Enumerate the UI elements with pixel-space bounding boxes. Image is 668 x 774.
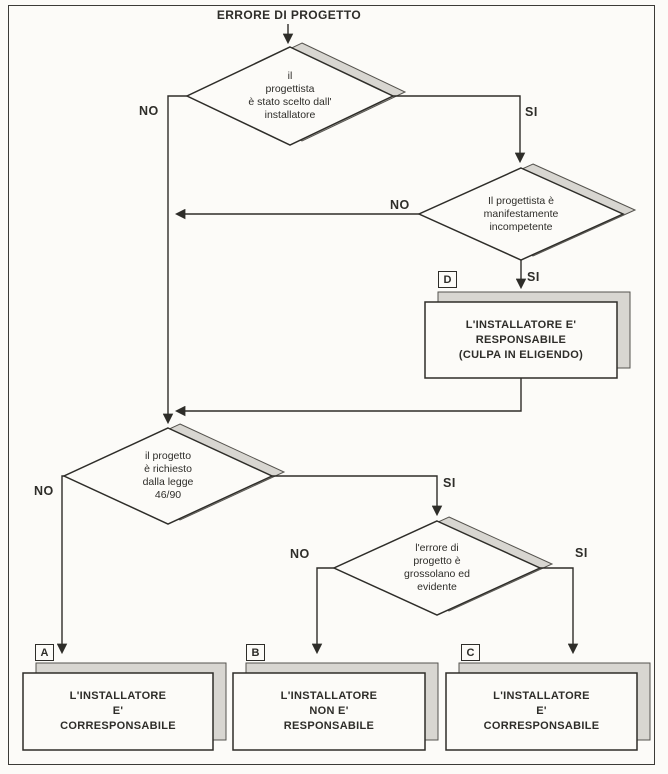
result-d-tag: D (438, 271, 457, 288)
connector-result-d-to-trunk (174, 378, 522, 417)
result-c-tag: C (461, 644, 480, 661)
connector-d4-si-to-result-c (540, 567, 579, 655)
result-c-box (445, 672, 638, 751)
connectors (56, 24, 579, 655)
drop-shadows (35, 42, 651, 741)
decision-2-text: Il progettista è manifestamente incompet… (483, 195, 559, 233)
result-a-tag: A (35, 644, 54, 661)
diagram-title: ERRORE DI PROGETTO (216, 8, 362, 22)
branch-label-d2-no: NO (390, 198, 410, 212)
decision-3-diamond (62, 427, 274, 525)
result-b-tag: B (246, 644, 265, 661)
decision-1-diamond (185, 46, 395, 146)
result-a-box (22, 672, 214, 751)
result-d-text: L'INSTALLATORE E' RESPONSABILE (CULPA IN… (458, 318, 584, 361)
connector-d3-no-to-result-a (56, 475, 68, 655)
connector-d1-si-to-d2 (393, 95, 526, 164)
decision-3-text: il progetto è richiesto dalla legge 46/9… (142, 450, 194, 501)
connector-d4-no-to-result-b (311, 567, 334, 655)
decision-4-diamond (332, 520, 542, 616)
branch-label-d1-no: NO (139, 104, 159, 118)
decision-4-text: l'errore di progetto è grossolano ed evi… (404, 542, 470, 593)
node-shapes (22, 46, 638, 751)
branch-label-d3-no: NO (34, 484, 54, 498)
result-b-text: L'INSTALLATORE NON E' RESPONSABILE (280, 690, 378, 732)
decision-1-text: il progettista è stato scelto dall' inst… (248, 70, 332, 121)
branch-label-d1-si: SI (525, 105, 538, 119)
result-b-box (232, 672, 426, 751)
result-a-text: L'INSTALLATORE E' CORRESPONSABILE (60, 690, 176, 732)
connector-d3-si-to-d4 (272, 475, 443, 517)
connector-d1-no-to-d3 (162, 95, 187, 425)
branch-label-d4-si: SI (575, 546, 588, 560)
page-border (8, 5, 655, 765)
result-d-box (424, 301, 618, 379)
branch-label-d4-no: NO (290, 547, 310, 561)
branch-label-d2-si: SI (527, 270, 540, 284)
result-c-text: L'INSTALLATORE E' CORRESPONSABILE (483, 690, 600, 732)
branch-label-d3-si: SI (443, 476, 456, 490)
